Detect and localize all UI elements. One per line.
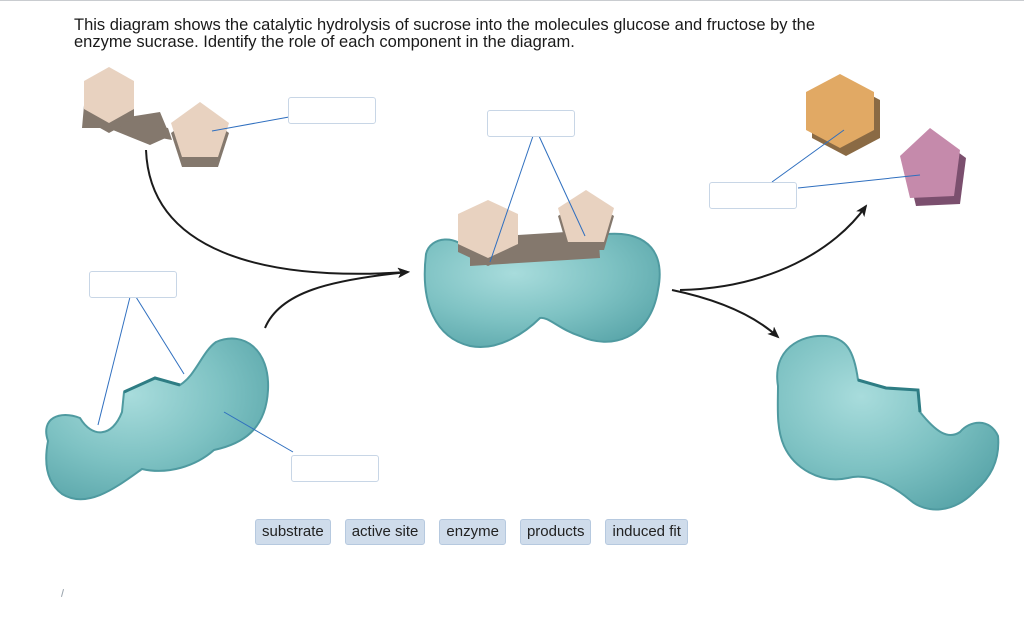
enzyme-substrate-complex <box>423 190 661 348</box>
fructose-product <box>900 128 966 206</box>
free-enzyme <box>45 337 270 501</box>
drop-target-products[interactable] <box>709 182 797 209</box>
reaction-arrows <box>145 149 868 339</box>
sucrose-substrate <box>82 67 229 167</box>
drop-target-substrate-molecule[interactable] <box>288 97 376 124</box>
released-enzyme <box>776 334 1000 511</box>
word-bank: substrate active site enzyme products in… <box>255 519 688 545</box>
label-chip-enzyme[interactable]: enzyme <box>439 519 506 545</box>
enzyme-to-complex-arrow <box>264 268 410 329</box>
drop-target-enzyme-body[interactable] <box>291 455 379 482</box>
question-line-1: This diagram shows the catalytic hydroly… <box>74 16 816 34</box>
question-prompt: This diagram shows the catalytic hydroly… <box>74 17 974 51</box>
label-chip-induced-fit[interactable]: induced fit <box>605 519 688 545</box>
substrate-to-complex-arrow <box>145 149 410 278</box>
label-chip-active-site[interactable]: active site <box>344 519 426 545</box>
drop-target-complex[interactable] <box>487 110 575 137</box>
label-chip-products[interactable]: products <box>519 519 592 545</box>
drop-target-enzyme-parts[interactable] <box>89 271 177 298</box>
complex-to-enzyme-arrow <box>671 289 780 339</box>
complex-to-products-arrow <box>679 204 868 291</box>
label-chip-substrate[interactable]: substrate <box>255 519 331 545</box>
question-line-2: enzyme sucrase. Identify the role of eac… <box>74 33 575 51</box>
top-divider <box>0 0 1024 1</box>
glucose-product <box>806 74 880 156</box>
leader-lines <box>97 116 921 453</box>
